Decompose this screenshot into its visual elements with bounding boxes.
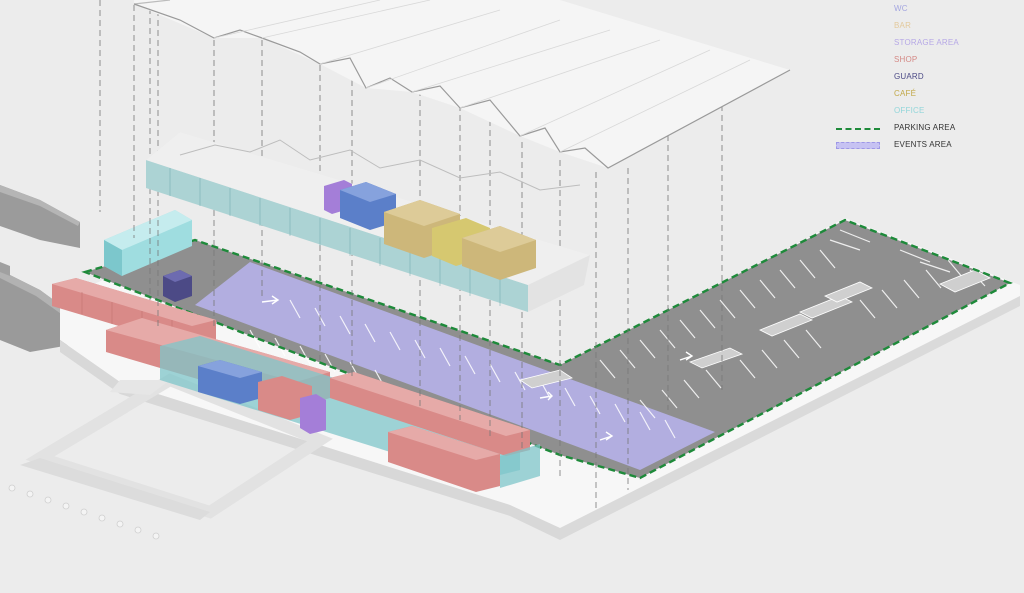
neighbour-buildings (0, 185, 80, 352)
legend-label-office: OFFICE (894, 106, 925, 115)
parking-islands (519, 269, 991, 389)
events-area-overlay (195, 262, 715, 470)
events-area-swatch (836, 142, 880, 149)
legend-item-bar: BAR (836, 20, 1016, 37)
upper-floor-level (146, 132, 590, 312)
legend-label-parking-area: PARKING AREA (894, 123, 956, 132)
guard-booth (163, 270, 192, 302)
parking-area-boundary (81, 218, 1013, 480)
legend-label-storage-area: STORAGE AREA (894, 38, 959, 47)
legend-label-bar: BAR (894, 21, 912, 30)
legend-label-shop: SHOP (894, 55, 918, 64)
legend-item-cafe: CAFÉ (836, 88, 1016, 105)
legend-label-events-area: EVENTS AREA (894, 140, 952, 149)
legend-item-shop: SHOP (836, 54, 1016, 71)
legend-item-office: OFFICE (836, 105, 1016, 122)
legend-item-storage-area: STORAGE AREA (836, 37, 1016, 54)
legend-label-guard: GUARD (894, 72, 924, 81)
legend-item-parking-area: PARKING AREA (836, 122, 1016, 139)
legend-item-guard: GUARD (836, 71, 1016, 88)
parking-area-swatch (836, 128, 880, 130)
legend: WC BAR STORAGE AREA SHOP GUARD CAFÉ OFFI… (836, 3, 1016, 156)
parking-surface (85, 220, 1010, 478)
bollards (8, 484, 160, 540)
legend-label-cafe: CAFÉ (894, 89, 917, 98)
entrance-ramp (20, 373, 333, 520)
legend-item-events-area: EVENTS AREA (836, 139, 1016, 156)
container-stack (106, 318, 540, 492)
office-container (104, 210, 192, 276)
sawtooth-roof (133, 0, 791, 169)
traffic-arrows (261, 295, 694, 441)
parking-stall-lines (249, 229, 986, 439)
legend-item-wc: WC (836, 3, 1016, 20)
legend-label-wc: WC (894, 4, 908, 13)
